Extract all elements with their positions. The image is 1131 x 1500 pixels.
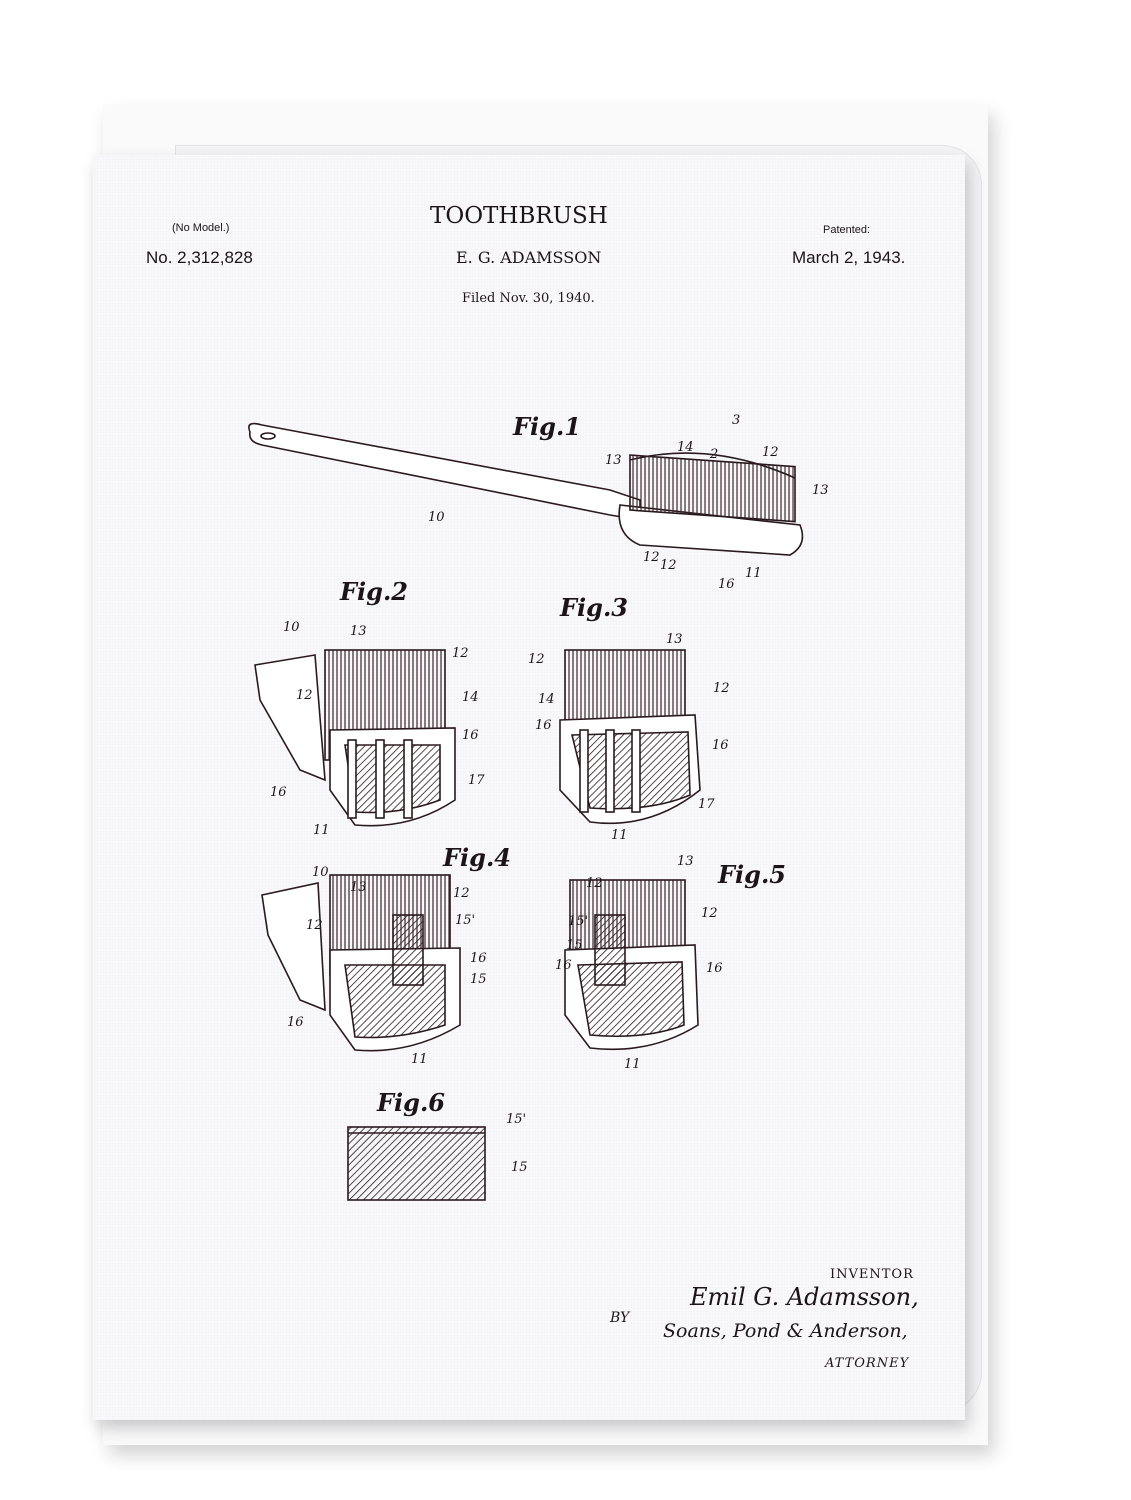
fig4-label: Fig.4 (443, 843, 511, 872)
callout-number: 16 (270, 785, 287, 800)
fig3-brush-section (559, 649, 701, 825)
callout-number: 14 (462, 690, 479, 705)
callout-number: 16 (706, 961, 723, 976)
callout-number: 15 (511, 1160, 528, 1175)
callout-number: 10 (428, 510, 445, 525)
fig2-label: Fig.2 (340, 577, 408, 606)
callout-number: 11 (313, 823, 330, 838)
callout-number: 15' (568, 914, 589, 929)
callout-number: 16 (287, 1015, 304, 1030)
callout-number: 12 (296, 688, 313, 703)
patent-title: TOOTHBRUSH (430, 203, 608, 229)
callout-number: 16 (462, 728, 479, 743)
callout-number: 12 (452, 646, 469, 661)
fig6-insert (347, 1126, 486, 1201)
fig6-label: Fig.6 (377, 1088, 445, 1117)
callout-number: 16 (555, 958, 572, 973)
inventor-label: INVENTOR (830, 1267, 914, 1282)
inventor-signature: Emil G. Adamsson, (690, 1283, 919, 1311)
attorney-label: ATTORNEY (825, 1356, 910, 1371)
callout-number: 13 (812, 483, 829, 498)
no-model-label: (No Model.) (172, 222, 230, 234)
fig5-brush-section (564, 879, 699, 1051)
callout-number: 3 (732, 413, 741, 428)
inventor-name: E. G. ADAMSSON (456, 248, 602, 267)
callout-number: 17 (698, 797, 715, 812)
callout-number: 11 (411, 1052, 428, 1067)
callout-number: 13 (350, 624, 367, 639)
greeting-card (93, 155, 965, 1420)
patented-label: Patented: (823, 224, 871, 236)
attorney-signature: Soans, Pond & Anderson, (663, 1320, 908, 1342)
callout-number: 15' (506, 1112, 527, 1127)
callout-number: 12 (586, 876, 603, 891)
callout-number: 13 (666, 632, 683, 647)
callout-number: 10 (312, 865, 329, 880)
fig1-toothbrush (248, 422, 804, 556)
callout-number: 16 (470, 951, 487, 966)
callout-number: 14 (538, 692, 555, 707)
callout-number: 15 (470, 972, 487, 987)
callout-number: 13 (605, 453, 622, 468)
fig2-brush-section (254, 649, 456, 827)
filed-date: Filed Nov. 30, 1940. (462, 291, 595, 306)
callout-number: 11 (611, 828, 628, 843)
callout-number: 12 (762, 445, 779, 460)
fig1-label: Fig.1 (513, 412, 581, 441)
callout-number: 2 (710, 447, 719, 462)
fig5-label: Fig.5 (718, 860, 786, 889)
callout-number: 17 (468, 773, 485, 788)
callout-number: 12 (643, 550, 660, 565)
callout-number: 13 (677, 854, 694, 869)
callout-number: 12 (453, 886, 470, 901)
callout-number: 12 (306, 918, 323, 933)
callout-number: 14 (677, 440, 694, 455)
callout-number: 15 (566, 938, 583, 953)
callout-number: 12 (713, 681, 730, 696)
fig4-brush-section (261, 874, 461, 1052)
callout-number: 11 (624, 1057, 641, 1072)
callout-number: 10 (283, 620, 300, 635)
callout-number: 13 (350, 880, 367, 895)
by-label: BY (610, 1310, 630, 1326)
callout-number: 12 (660, 558, 677, 573)
fig3-label: Fig.3 (560, 593, 628, 622)
callout-number: 12 (528, 652, 545, 667)
callout-number: 15' (455, 913, 476, 928)
callout-number: 12 (701, 906, 718, 921)
patent-number: No. 2,312,828 (146, 248, 253, 267)
callout-number: 16 (535, 718, 552, 733)
patented-date: March 2, 1943. (792, 248, 906, 267)
callout-number: 11 (745, 566, 762, 581)
callout-number: 16 (718, 577, 735, 592)
callout-number: 16 (712, 738, 729, 753)
